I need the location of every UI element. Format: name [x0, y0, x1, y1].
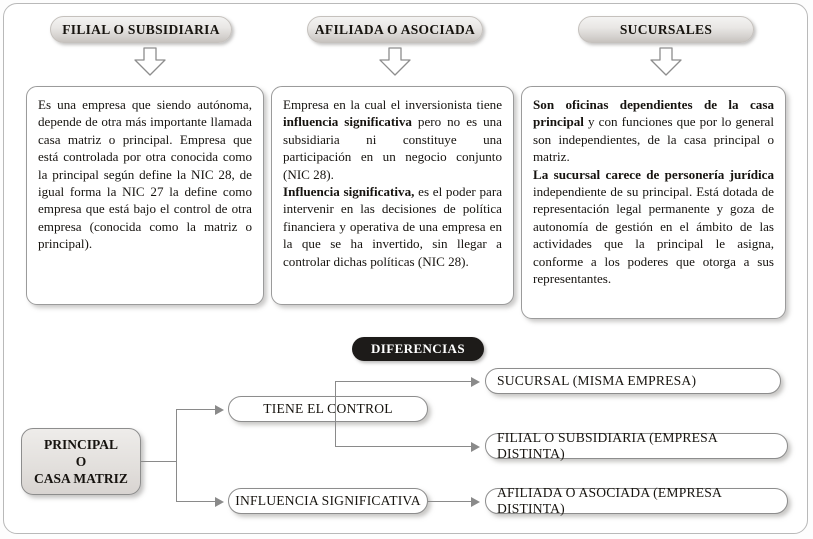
arrow-head-to-sucursal	[471, 377, 480, 387]
header-pill-sucursales: SUCURSALES	[578, 16, 754, 43]
diferencias-banner: DIFERENCIAS	[352, 337, 484, 361]
arrow-head-to-control	[215, 405, 224, 415]
arrow-head-to-afiliada	[471, 497, 480, 507]
flow-node-influencia-significativa[interactable]: INFLUENCIA SIGNIFICATIVA	[228, 488, 428, 514]
down-arrow-icon	[133, 47, 167, 77]
connector-control-spine	[335, 381, 337, 447]
connector-influencia-to-afiliada	[428, 501, 472, 503]
flow-node-tiene-el-control[interactable]: TIENE EL CONTROL	[228, 396, 428, 422]
down-arrow-icon	[649, 47, 683, 77]
flow-outcome-sucursal[interactable]: SUCURSAL (MISMA EMPRESA)	[485, 368, 781, 394]
text-box-afiliada: Empresa en la cual el inversionista tien…	[271, 86, 514, 305]
down-arrow-icon	[378, 47, 412, 77]
connector-to-control	[176, 409, 216, 411]
text-box-filial: Es una empresa que siendo autónoma, depe…	[26, 86, 264, 305]
connector-control-to-sucursal	[335, 381, 472, 383]
connector-source-trunk	[141, 461, 177, 463]
connector-control-to-filial	[335, 446, 472, 448]
text-box-sucursales: Son oficinas dependientes de la casa pri…	[521, 86, 786, 319]
flow-source-principal[interactable]: PRINCIPAL O CASA MATRIZ	[21, 428, 141, 495]
connector-split-vertical	[176, 409, 178, 502]
header-pill-filial: FILIAL O SUBSIDIARIA	[50, 16, 232, 43]
header-pill-afiliada: AFILIADA O ASOCIADA	[307, 16, 483, 43]
flow-source-line-3: CASA MATRIZ	[34, 471, 128, 486]
flow-source-line-2: O	[75, 454, 87, 469]
flow-source-line-1: PRINCIPAL	[44, 437, 118, 452]
arrow-head-to-influencia	[215, 497, 224, 507]
flow-outcome-filial[interactable]: FILIAL O SUBSIDIARIA (EMPRESA DISTINTA)	[485, 430, 788, 461]
flow-outcome-afiliada[interactable]: AFILIADA O ASOCIADA (EMPRESA DISTINTA)	[485, 485, 788, 516]
arrow-head-to-filial	[471, 442, 480, 452]
connector-to-influencia	[176, 501, 216, 503]
